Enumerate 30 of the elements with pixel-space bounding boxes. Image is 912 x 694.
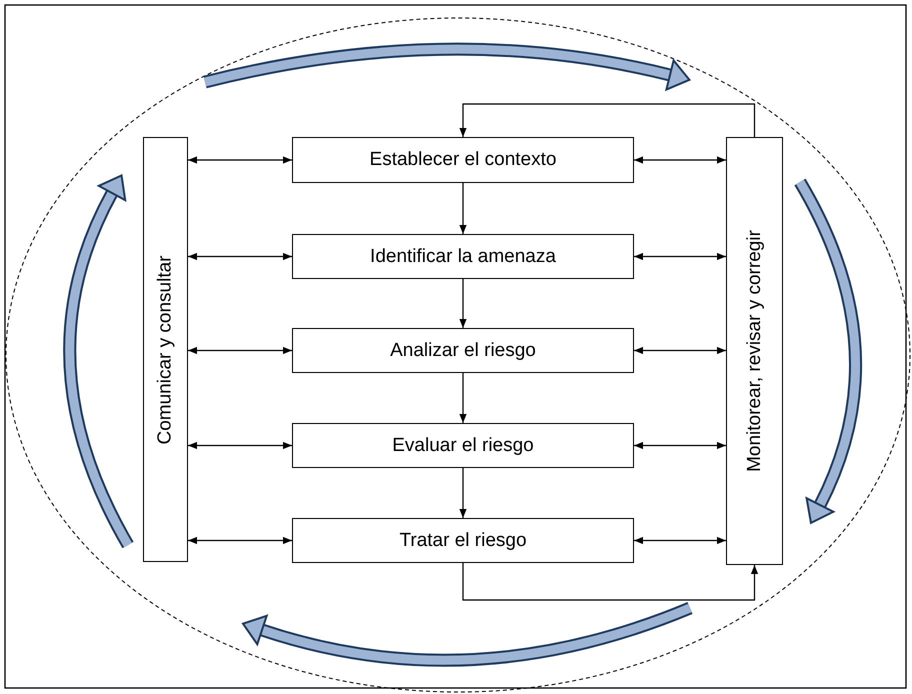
process-label: Identificar la amenaza bbox=[370, 246, 556, 268]
arrow bbox=[188, 252, 292, 260]
arrow bbox=[188, 156, 292, 164]
arrow bbox=[459, 183, 467, 234]
process-box bbox=[292, 137, 634, 183]
arrow bbox=[188, 442, 292, 450]
arrow bbox=[634, 346, 726, 354]
arrow bbox=[634, 156, 726, 164]
process-box bbox=[292, 518, 634, 563]
arrow bbox=[459, 468, 467, 518]
arrow bbox=[634, 536, 726, 544]
arrow bbox=[459, 279, 467, 328]
arrow bbox=[459, 373, 467, 423]
arrow bbox=[634, 442, 726, 450]
process-label: Monitorear, revisar y corregir bbox=[744, 230, 766, 472]
process-label: Tratar el riesgo bbox=[399, 530, 527, 552]
side-process-bar bbox=[143, 137, 188, 562]
process-box bbox=[292, 423, 634, 468]
arrow bbox=[462, 563, 758, 601]
process-label: Evaluar el riesgo bbox=[392, 434, 534, 456]
process-label: Establecer el contexto bbox=[370, 149, 556, 171]
arrow bbox=[188, 346, 292, 354]
arrow bbox=[634, 252, 726, 260]
arrow bbox=[459, 103, 756, 137]
process-label: Comunicar y consultar bbox=[154, 254, 176, 444]
side-process-bar bbox=[726, 137, 783, 565]
process-box bbox=[292, 234, 634, 279]
process-label: Analizar el riesgo bbox=[390, 340, 536, 362]
process-box bbox=[292, 328, 634, 373]
arrow bbox=[188, 536, 292, 544]
